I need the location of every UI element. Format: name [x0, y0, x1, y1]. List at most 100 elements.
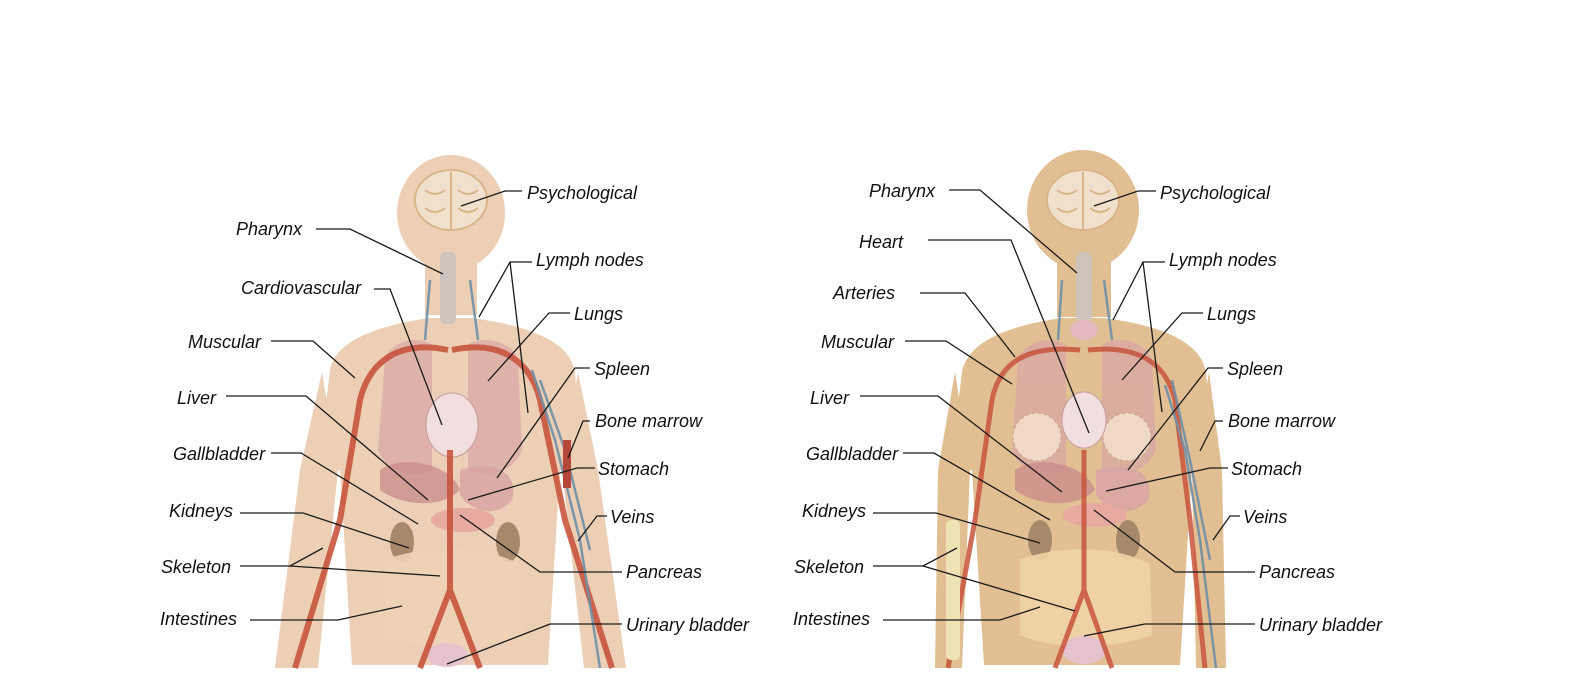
left-pharynx [440, 252, 456, 324]
right-arteries [945, 346, 1208, 669]
left-label-bone-marrow: Bone marrow [595, 411, 703, 431]
left-label-lungs: Lungs [574, 304, 623, 324]
right-thyroid [1070, 320, 1098, 340]
right-label-kidneys: Kidneys [802, 501, 866, 521]
right-label-veins: Veins [1243, 507, 1287, 527]
left-bladder [427, 643, 467, 667]
right-leader-urinary-bladder [1083, 623, 1255, 637]
left-leader-spleen [496, 367, 590, 479]
right-label-skeleton: Skeleton [794, 557, 864, 577]
right-label-heart: Heart [859, 232, 904, 252]
left-arteries [292, 344, 615, 670]
right-leader-lymph-nodes-1 [1112, 261, 1165, 321]
right-veins [1056, 279, 1218, 669]
right-pharynx [1076, 252, 1092, 322]
left-label-stomach: Stomach [598, 459, 669, 479]
left-label-intestines: Intestines [160, 609, 237, 629]
right-leader-lines [860, 189, 1255, 637]
left-liver [380, 462, 460, 504]
right-leader-skeleton-2 [922, 565, 1076, 612]
right-stomach [1096, 466, 1150, 512]
left-bone-marrow [563, 440, 571, 488]
right-label-urinary-bladder: Urinary bladder [1259, 615, 1383, 635]
right-leader-intestines [883, 606, 1041, 621]
left-leader-gallbladder [271, 452, 419, 525]
right-leader-stomach [1105, 467, 1228, 492]
right-leader-arteries [920, 292, 1016, 358]
left-label-urinary-bladder: Urinary bladder [626, 615, 750, 635]
right-pancreas [1063, 503, 1127, 527]
left-leader-lungs [487, 312, 570, 382]
left-label-veins: Veins [610, 507, 654, 527]
right-label-stomach: Stomach [1231, 459, 1302, 479]
left-leader-skeleton-2 [289, 565, 441, 577]
left-lungs [378, 340, 522, 474]
left-leader-cardiovascular [374, 288, 443, 426]
right-breast-tissue-r [1102, 412, 1152, 462]
right-label-pancreas: Pancreas [1259, 562, 1335, 582]
right-label-pharynx: Pharynx [869, 181, 936, 201]
left-leader-lines [226, 190, 622, 665]
right-breast-tissue-l [1012, 412, 1062, 462]
left-leader-stomach [467, 467, 595, 501]
left-label-liver: Liver [177, 388, 217, 408]
right-leader-pancreas [1093, 509, 1255, 573]
right-labels: Pharynx Psychological Heart Lymph nodes … [793, 181, 1383, 635]
left-brain [414, 169, 488, 231]
left-pancreas [431, 508, 495, 532]
left-leader-veins [577, 515, 607, 542]
left-leader-lymph-nodes-2 [509, 261, 529, 414]
right-brain [1046, 169, 1120, 231]
left-figure [275, 155, 626, 670]
right-arm-bone [946, 520, 960, 660]
right-leader-bone-marrow [1199, 420, 1223, 452]
right-leader-spleen [1127, 367, 1223, 471]
left-label-lymph-nodes: Lymph nodes [536, 250, 644, 270]
right-leader-pharynx [949, 189, 1078, 274]
left-label-skeleton: Skeleton [161, 557, 231, 577]
left-label-pharynx: Pharynx [236, 219, 303, 239]
right-label-gallbladder: Gallbladder [806, 444, 899, 464]
left-leader-muscular [271, 340, 356, 379]
left-leader-bone-marrow [567, 420, 590, 459]
right-leader-gallbladder [903, 452, 1051, 521]
right-label-lymph-nodes: Lymph nodes [1169, 250, 1277, 270]
right-leader-lungs [1121, 312, 1203, 381]
left-kidney-r [496, 522, 520, 562]
left-labels: Psychological Pharynx Lymph nodes Cardio… [160, 183, 750, 635]
right-label-bone-marrow: Bone marrow [1228, 411, 1336, 431]
left-label-muscular: Muscular [188, 332, 262, 352]
right-leader-kidneys [873, 512, 1041, 544]
left-label-gallbladder: Gallbladder [173, 444, 266, 464]
left-leader-urinary-bladder [446, 623, 622, 665]
left-leader-pancreas [459, 514, 622, 573]
right-leader-lymph-nodes-2 [1142, 261, 1163, 413]
right-label-spleen: Spleen [1227, 359, 1283, 379]
right-label-lungs: Lungs [1207, 304, 1256, 324]
right-figure [935, 150, 1226, 669]
right-liver [1015, 462, 1095, 504]
right-label-psychological: Psychological [1160, 183, 1271, 203]
right-label-muscular: Muscular [821, 332, 895, 352]
left-leader-lymph-nodes-1 [478, 261, 532, 318]
right-label-arteries: Arteries [832, 283, 895, 303]
left-label-cardiovascular: Cardiovascular [241, 278, 362, 298]
left-leader-psychological [460, 190, 522, 207]
right-leader-muscular [905, 340, 1013, 385]
right-leader-liver [860, 395, 1063, 493]
left-leader-liver [226, 395, 429, 501]
right-label-liver: Liver [810, 388, 850, 408]
right-kidney-l [1028, 520, 1052, 560]
left-label-spleen: Spleen [594, 359, 650, 379]
right-kidney-r [1116, 520, 1140, 560]
right-bladder [1062, 636, 1106, 664]
left-label-kidneys: Kidneys [169, 501, 233, 521]
left-leader-kidneys [240, 512, 410, 549]
left-label-psychological: Psychological [527, 183, 638, 203]
left-leader-intestines [250, 605, 403, 621]
left-kidney-l [390, 522, 414, 562]
left-stomach [460, 466, 514, 512]
right-label-intestines: Intestines [793, 609, 870, 629]
right-leader-veins [1212, 515, 1240, 541]
